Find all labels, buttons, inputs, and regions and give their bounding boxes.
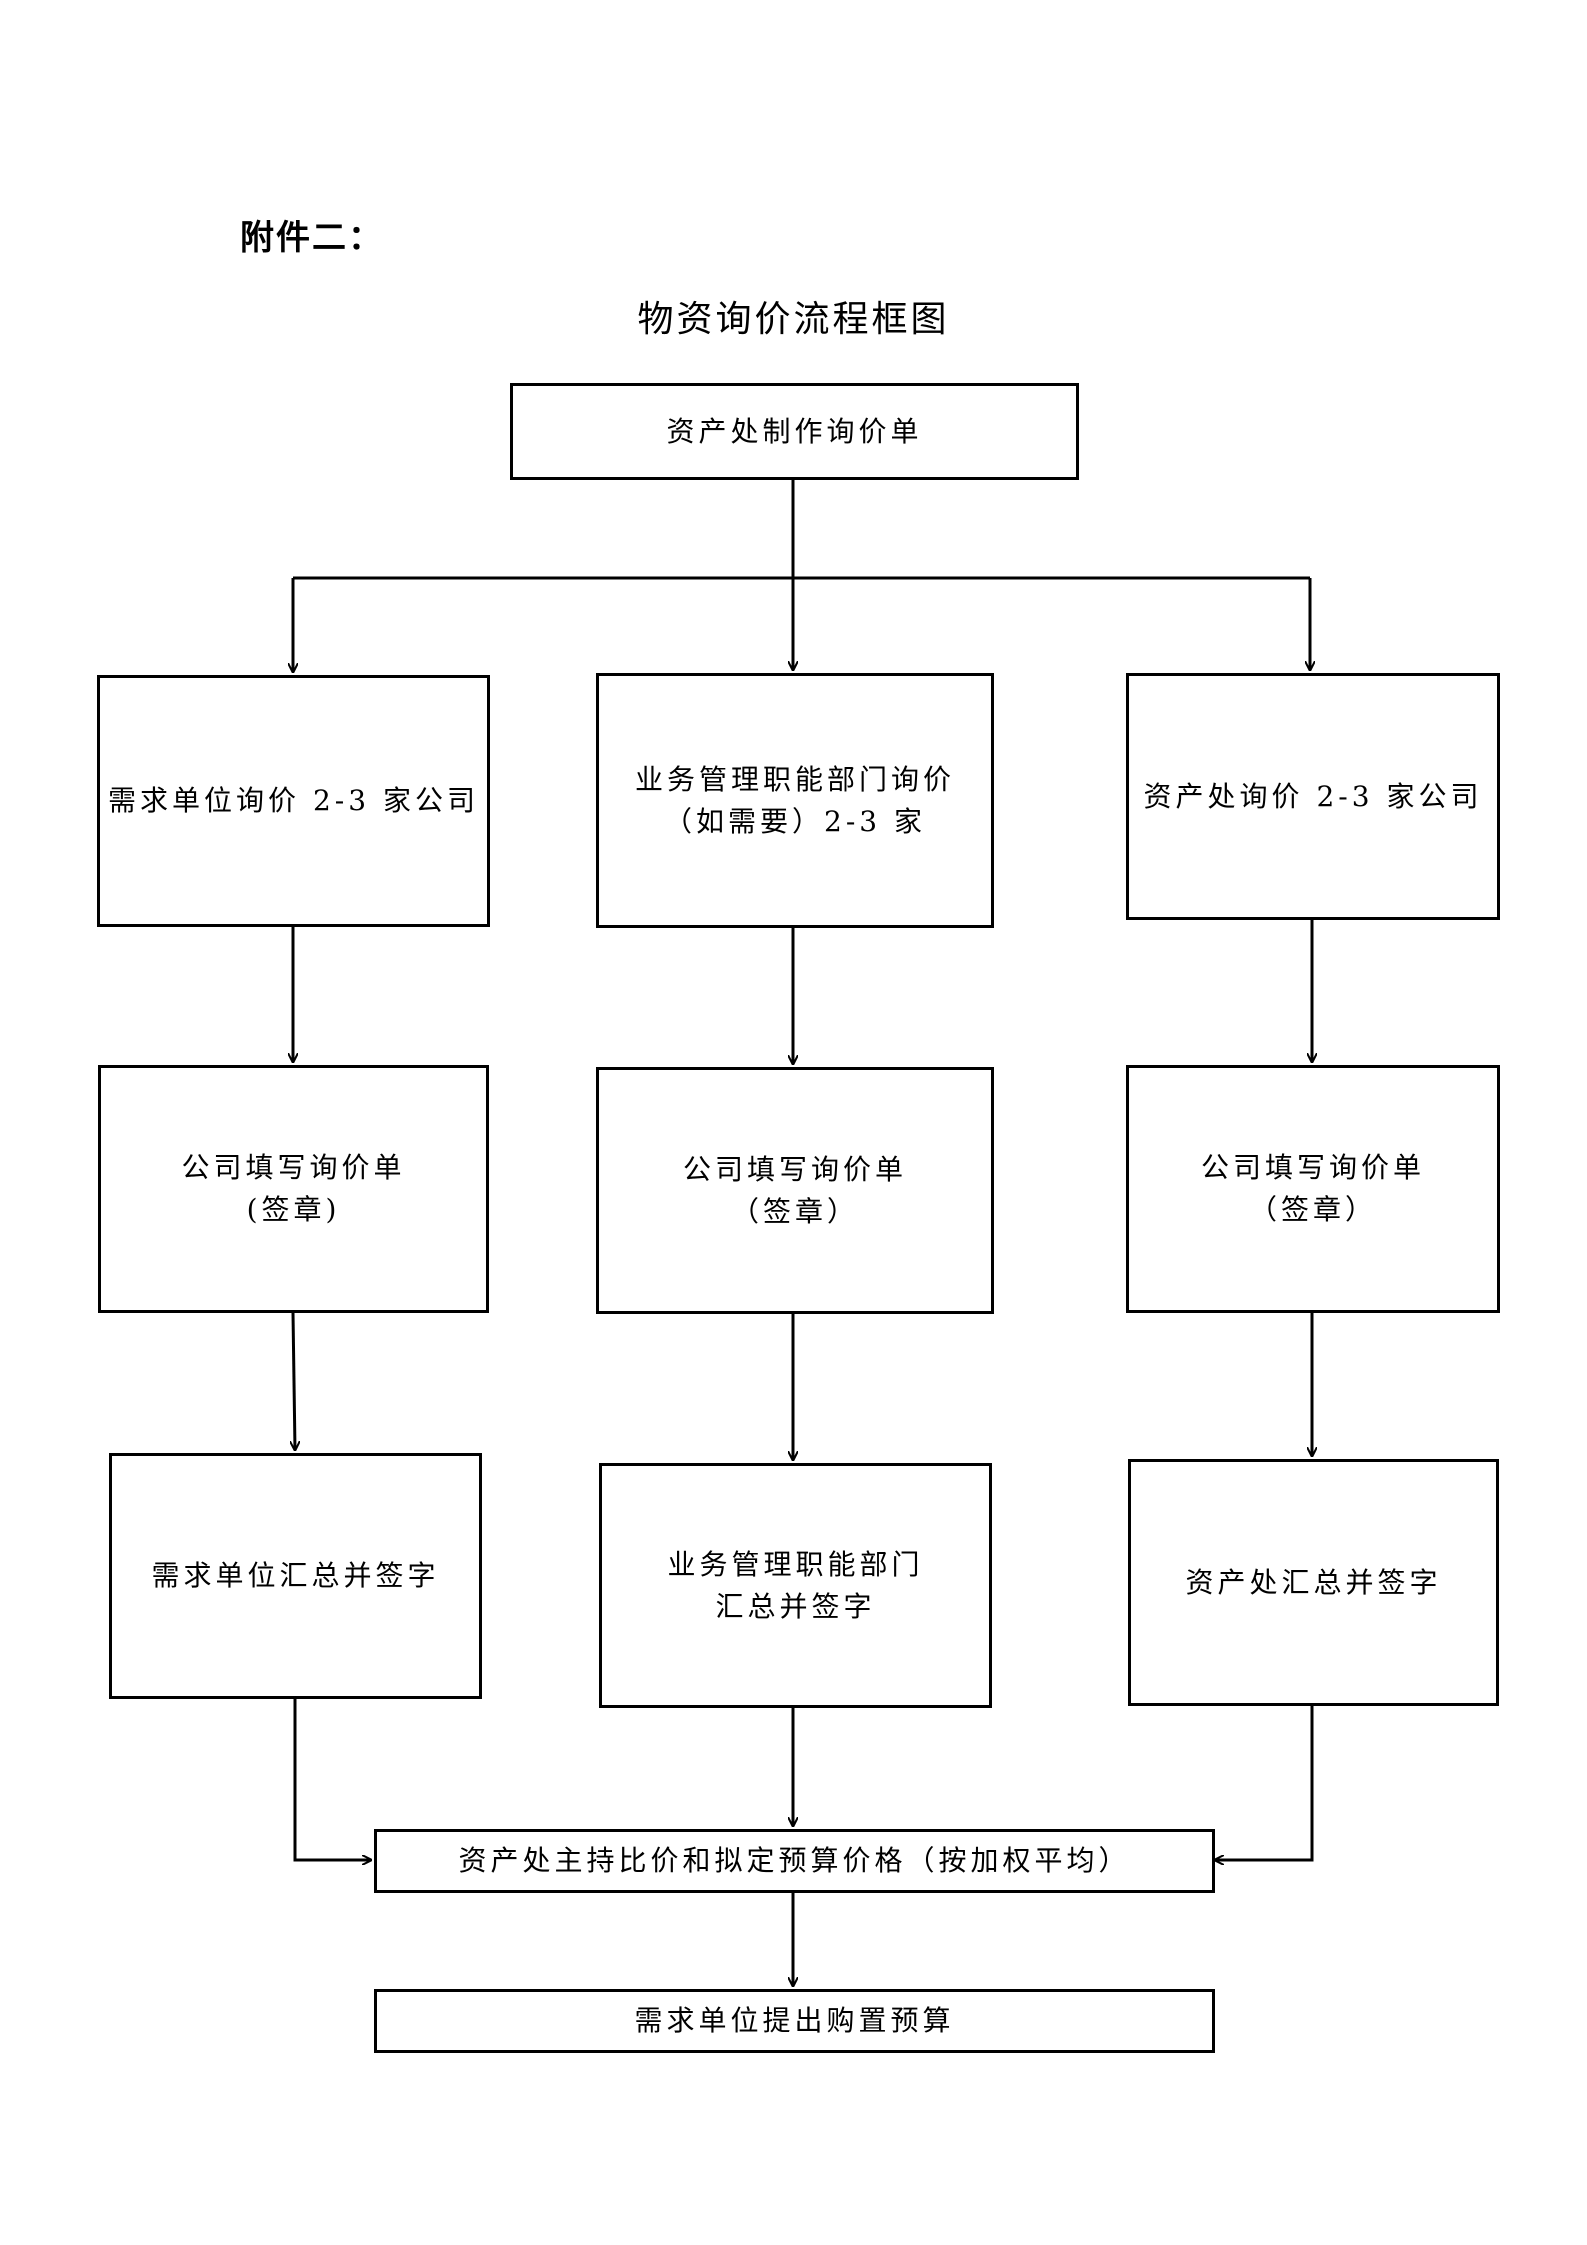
col3-fill-line2: （签章）: [1248, 1193, 1377, 1226]
arrow-col1-summary: [293, 1312, 295, 1450]
col2-summary-line1: 业务管理职能部门: [667, 1547, 924, 1581]
col3-inquiry-box: 资产处询价 2-3 家公司: [1126, 673, 1500, 920]
col3-fill-line1: 公司填写询价单: [1200, 1151, 1425, 1184]
col2-fill-box: 公司填写询价单 （签章）: [596, 1067, 994, 1314]
col1-summary-box: 需求单位汇总并签字: [109, 1453, 482, 1699]
col2-inquiry-box: 业务管理职能部门询价 （如需要）2-3 家: [596, 673, 994, 928]
arrow-col1-compare: [293, 1699, 371, 1860]
diagram-title: 物资询价流程框图: [637, 299, 950, 340]
col3-summary-box: 资产处汇总并签字: [1128, 1459, 1499, 1706]
col1-fill-line1: 公司填写询价单: [181, 1151, 406, 1184]
final-box-text: 需求单位提出购置预算: [634, 2004, 955, 2037]
compare-box: 资产处主持比价和拟定预算价格（按加权平均）: [374, 1829, 1215, 1893]
col2-inquiry-line2: （如需要）2-3 家: [664, 804, 926, 838]
arrow-col3-compare: [1215, 1706, 1314, 1860]
start-box: 资产处制作询价单: [510, 383, 1079, 480]
col3-summary-text: 资产处汇总并签字: [1185, 1565, 1442, 1599]
start-box-text: 资产处制作询价单: [666, 414, 923, 448]
col2-summary-line2: 汇总并签字: [715, 1589, 876, 1623]
col2-summary-box: 业务管理职能部门 汇总并签字: [599, 1463, 992, 1708]
col1-inquiry-box: 需求单位询价 2-3 家公司: [97, 675, 490, 927]
attachment-label: 附件二：: [240, 218, 384, 258]
compare-box-text: 资产处主持比价和拟定预算价格（按加权平均）: [458, 1844, 1131, 1877]
col2-inquiry-line1: 业务管理职能部门询价: [634, 762, 955, 796]
col1-fill-line2: (签章): [246, 1193, 341, 1226]
col3-inquiry-text: 资产处询价 2-3 家公司: [1143, 779, 1483, 813]
col1-summary-text: 需求单位汇总并签字: [151, 1559, 440, 1592]
col2-fill-line2: （签章）: [730, 1194, 859, 1228]
col3-fill-box: 公司填写询价单 （签章）: [1126, 1065, 1500, 1313]
col1-fill-box: 公司填写询价单 (签章): [98, 1065, 489, 1313]
final-box: 需求单位提出购置预算: [374, 1989, 1215, 2053]
col2-fill-line1: 公司填写询价单: [682, 1152, 907, 1186]
col1-inquiry-text: 需求单位询价 2-3 家公司: [108, 784, 479, 817]
